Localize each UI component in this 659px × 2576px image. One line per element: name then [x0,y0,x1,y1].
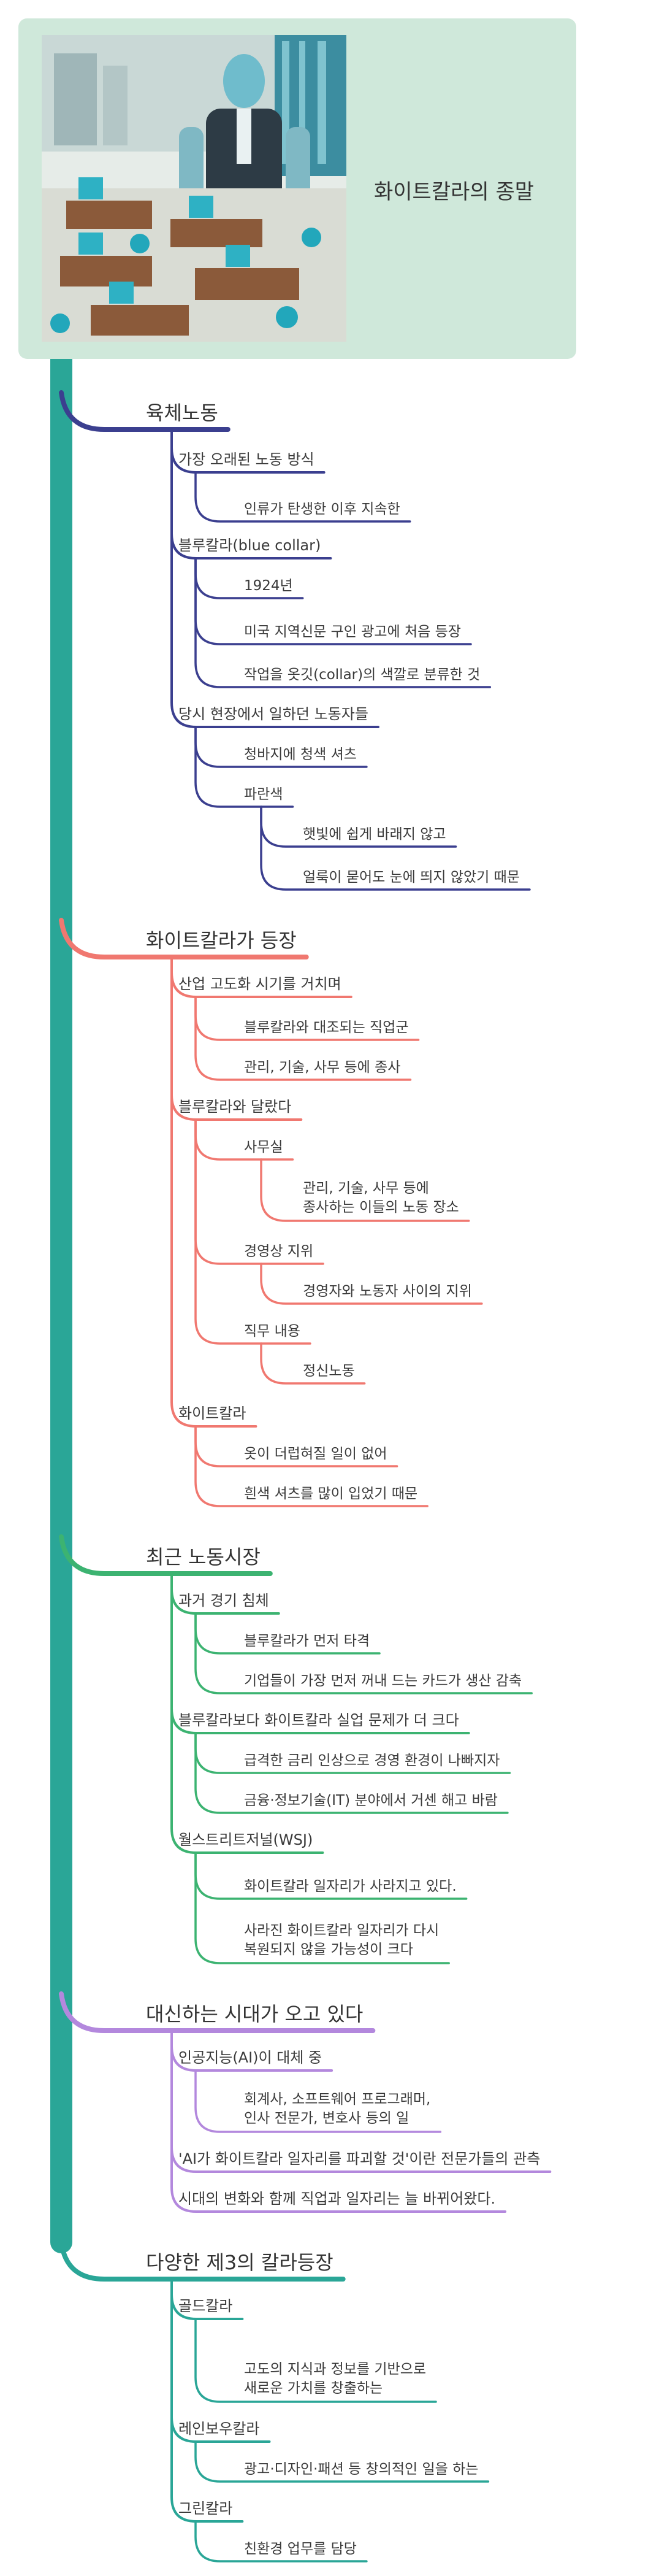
connector-line [59,2240,346,2282]
subtopic[interactable]: 인류가 탄생한 이후 지속한 [244,501,400,517]
connector-line [194,2318,437,2403]
connector-line [59,1534,273,1576]
branch-topic[interactable]: 화이트칼라가 등장 [146,929,297,952]
subtopic[interactable]: 월스트리트저널(WSJ) [178,1831,313,1848]
subtopic[interactable]: 당시 현장에서 일하던 노동자들 [178,706,368,723]
connector-line [194,726,294,808]
subtopic[interactable]: 블루칼라보다 화이트칼라 실업 문제가 더 크다 [178,1712,459,1729]
subtopic[interactable]: 얼룩이 묻어도 눈에 띄지 않았기 때문 [303,869,520,885]
subtopic[interactable]: 파란색 [244,786,283,802]
subtopic[interactable]: 블루칼라가 먼저 타격 [244,1633,370,1649]
subtopic[interactable]: 관리, 기술, 사무 등에 종사하는 이들의 노동 장소 [303,1180,459,1215]
subtopic[interactable]: 금융·정보기술(IT) 분야에서 거센 해고 바람 [244,1793,498,1809]
subtopic[interactable]: 직무 내용 [244,1323,300,1339]
subtopic[interactable]: 가장 오래된 노동 방식 [178,451,314,468]
subtopic[interactable]: 골드칼라 [178,2297,233,2315]
subtopic[interactable]: 사무실 [244,1139,283,1155]
subtopic[interactable]: 기업들이 가장 먼저 꺼내 드는 카드가 생산 감축 [244,1673,522,1689]
connector-line [194,2520,368,2563]
subtopic[interactable]: 시대의 변화와 함께 직업과 일자리는 늘 바뀌어왔다. [178,2190,496,2207]
connector-line [59,1991,376,2033]
subtopic[interactable]: 산업 고도화 시기를 거치며 [178,975,341,993]
subtopic[interactable]: 미국 지역신문 구인 광고에 처음 등장 [244,624,461,640]
subtopic[interactable]: 관리, 기술, 사무 등에 종사 [244,1059,401,1075]
connector-line [59,918,309,959]
subtopic[interactable]: 그린칼라 [178,2500,233,2517]
subtopic[interactable]: 과거 경기 침체 [178,1592,269,1609]
connector-line [194,1425,429,1507]
connector-line [59,390,230,432]
root-topic[interactable]: 화이트칼라의 종말 [18,18,576,359]
subtopic[interactable]: 화이트칼라 일자리가 사라지고 있다. [244,1878,457,1894]
subtopic[interactable]: 블루칼라와 달랐다 [178,1098,292,1115]
connector-line [260,1342,366,1385]
subtopic[interactable]: 블루칼라(blue collar) [178,537,321,554]
connector-line [194,2069,442,2133]
subtopic[interactable]: 경영상 지위 [244,1244,314,1259]
branch-topic[interactable]: 대신하는 시대가 오고 있다 [146,2002,364,2026]
branch-topic[interactable]: 육체노동 [146,401,218,425]
connector-line [194,1612,533,1694]
branch-topic[interactable]: 최근 노동시장 [146,1545,261,1569]
connector-line [194,471,411,523]
connector-line [170,956,257,1428]
subtopic[interactable]: 햇빛에 쉽게 바래지 않고 [303,826,446,842]
office-robot-illustration [42,35,346,342]
subtopic[interactable]: 레인보우칼라 [178,2420,260,2437]
connector-line [260,1158,470,1222]
branch-topic[interactable]: 다양한 제3의 칼라등장 [146,2251,333,2274]
connector-line [194,557,492,688]
connector-line [194,996,412,1081]
subtopic[interactable]: 친환경 업무를 담당 [244,2541,357,2557]
subtopic[interactable]: 흰색 셔츠를 많이 입었기 때문 [244,1486,418,1502]
subtopic[interactable]: 회계사, 소프트웨어 프로그래머, 인사 전문가, 변호사 등의 일 [244,2091,431,2126]
connector-line [260,805,531,891]
subtopic[interactable]: 화이트칼라 [178,1405,246,1422]
subtopic[interactable]: 1924년 [244,578,293,594]
connector-line [194,1732,509,1814]
subtopic[interactable]: 작업을 옷깃(collar)의 색깔로 분류한 것 [244,667,481,683]
subtopic[interactable]: 청바지에 청색 셔츠 [244,747,357,763]
subtopic[interactable]: 인공지능(AI)이 대체 중 [178,2049,322,2066]
subtopic[interactable]: 급격한 금리 인상으로 경영 환경이 나빠지자 [244,1753,500,1769]
connector-line [194,2440,490,2483]
subtopic[interactable]: 사라진 화이트칼라 일자리가 다시 복원되지 않을 가능성이 크다 [244,1923,440,1958]
subtopic[interactable]: 정신노동 [303,1363,355,1379]
subtopic[interactable]: 경영자와 노동자 사이의 지위 [303,1283,472,1299]
subtopic[interactable]: 'AI가 화이트칼라 일자리를 파괴할 것'이란 전문가들의 관측 [178,2150,541,2167]
connector-line [194,1851,450,1964]
subtopic[interactable]: 고도의 지식과 정보를 기반으로 새로운 가치를 창출하는 [244,2361,427,2396]
root-title: 화이트칼라의 종말 [374,180,535,204]
subtopic[interactable]: 옷이 더럽혀질 일이 없어 [244,1446,387,1462]
subtopic[interactable]: 블루칼라와 대조되는 직업군 [244,1020,409,1036]
connector-line [260,1263,483,1305]
connector-line [170,2029,507,2213]
connector-line [194,1118,311,1345]
subtopic[interactable]: 광고·디자인·패션 등 창의적인 일을 하는 [244,2461,479,2477]
